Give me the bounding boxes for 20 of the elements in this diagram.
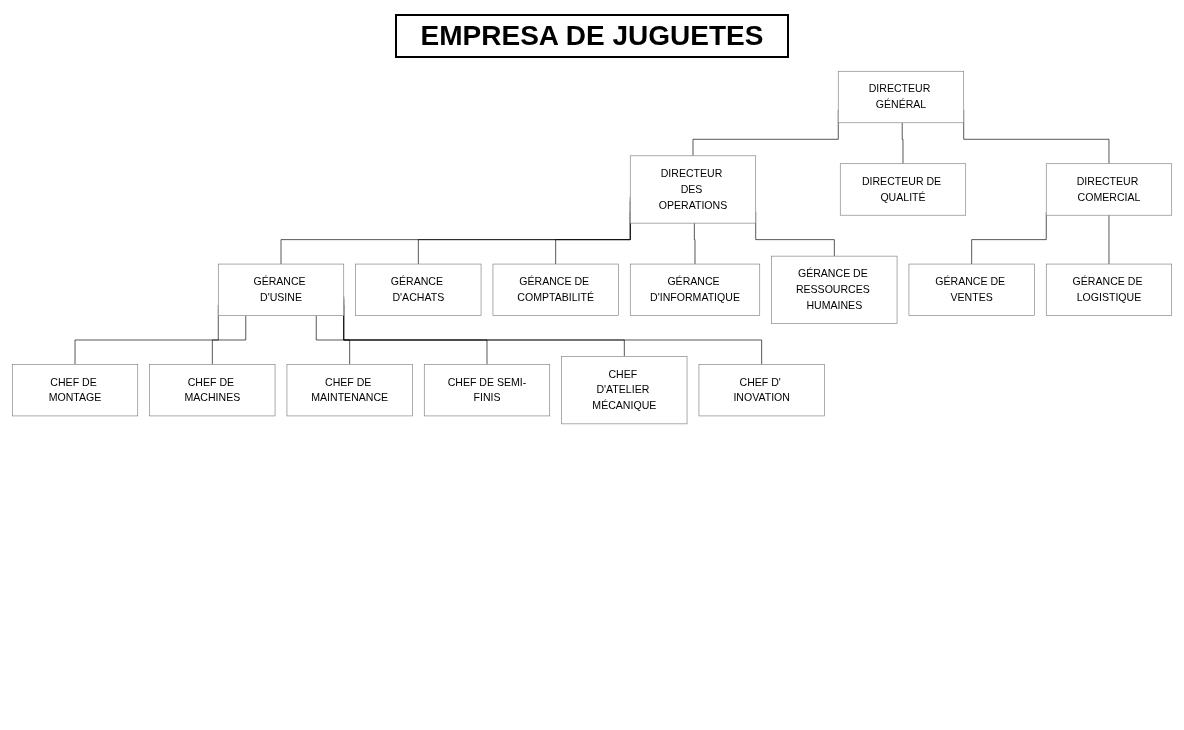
node-box: DIRECTEUR DE QUALITÉ (839, 163, 967, 216)
chart-title: EMPRESA DE JUGUETES (394, 14, 790, 58)
node-box: GÉRANCE DE LOGISTIQUE (1045, 263, 1173, 316)
node-box: DIRECTEUR GÉNÉRAL (837, 70, 965, 124)
node-box: GÉRANCE DE RESSOURCES HUMAINES (771, 255, 898, 324)
connector (315, 315, 350, 365)
node-box: CHEF DE MONTAGE (11, 364, 139, 417)
node-box: CHEF D' INOVATION (698, 364, 825, 417)
node-box: GÉRANCE DE VENTES (908, 263, 1035, 316)
node-box: CHEF DE MAINTENANCE (286, 364, 413, 417)
node-box: CHEF D'ATELIER MÉCANIQUE (561, 356, 688, 425)
node-box: CHEF DE MACHINES (149, 364, 276, 417)
node-box: GÉRANCE D'USINE (217, 263, 345, 316)
node-box: DIRECTEUR COMERCIAL (1045, 163, 1173, 216)
connector (212, 315, 247, 365)
node-box: DIRECTEUR DES OPERATIONS (629, 155, 757, 224)
node-box: GÉRANCE D'ACHATS (355, 263, 482, 316)
node-box: CHEF DE SEMI-FINIS (423, 364, 551, 417)
node-box: GÉRANCE DE COMPTABILITÉ (492, 263, 619, 316)
node-box: GÉRANCE D'INFORMATIQUE (629, 263, 761, 316)
